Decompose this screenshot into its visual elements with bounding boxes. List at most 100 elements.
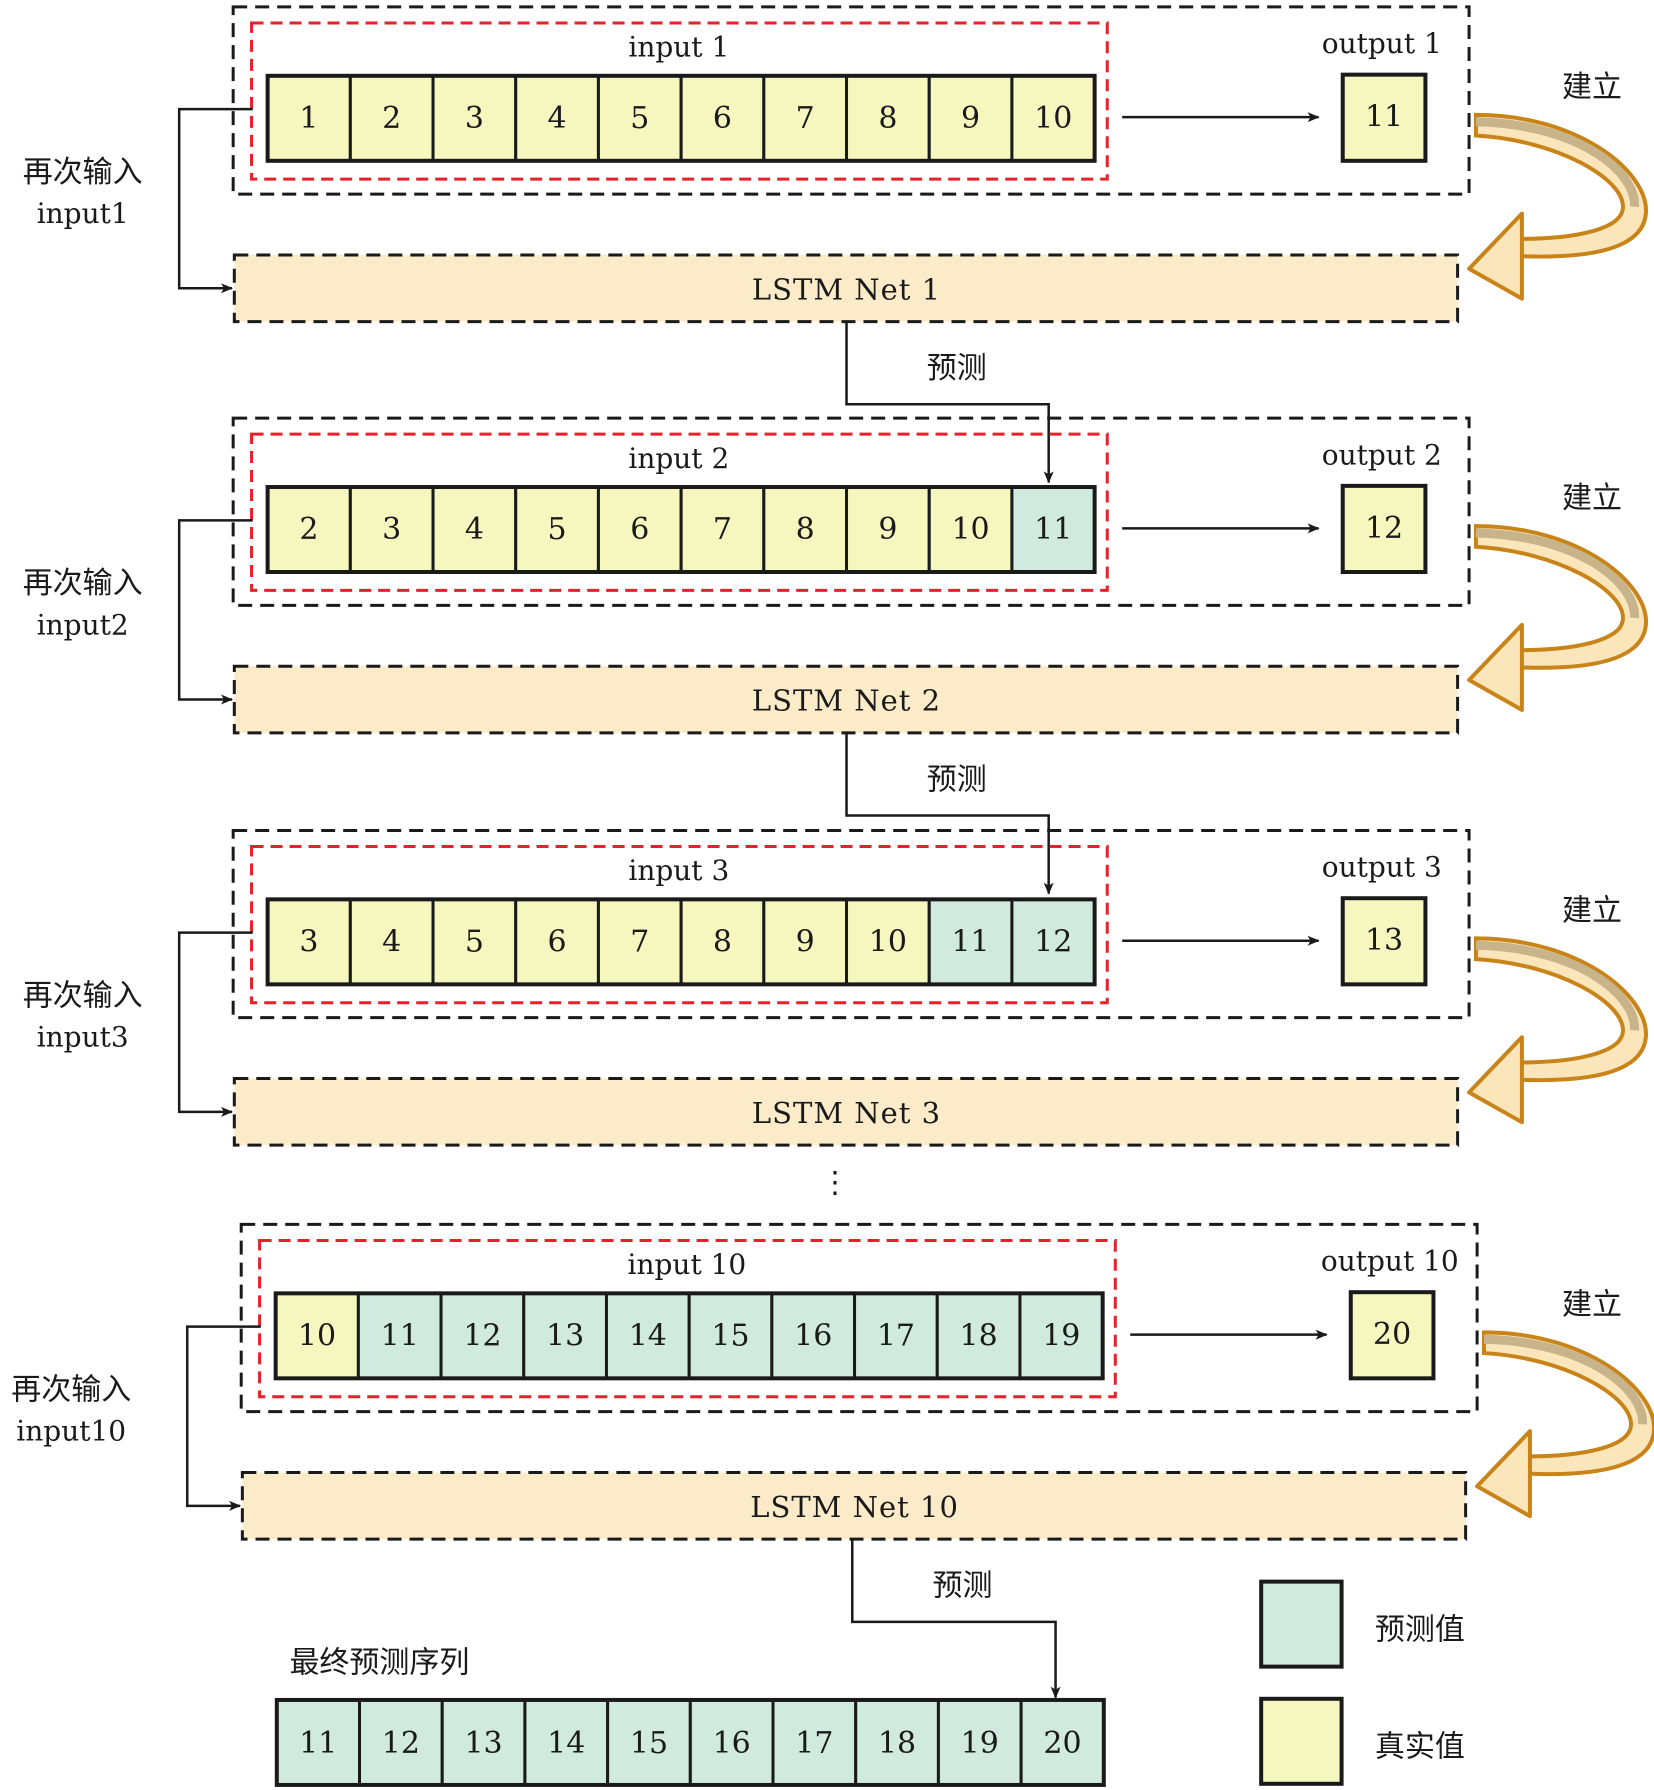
final-sequence-border — [274, 1697, 1106, 1787]
final-predict-arrow — [851, 1540, 1061, 1699]
sequence-cell-value: 6 — [630, 512, 649, 547]
build-curve-arrow-icon — [1467, 524, 1648, 712]
input-sequence-border — [265, 73, 1097, 163]
sequence-cell-predicted — [604, 1291, 691, 1380]
output-value: 12 — [1365, 511, 1403, 546]
legend-label: 预测值 — [1375, 1612, 1465, 1647]
sequence-cell-value: 11 — [381, 1318, 419, 1353]
sequence-cell-real — [762, 485, 849, 574]
final-sequence-cell — [854, 1698, 940, 1787]
final-sequence-value: 15 — [630, 1726, 668, 1761]
lstm-net-box — [232, 1077, 1460, 1147]
input-sequence-border — [265, 485, 1097, 575]
sequence-cell-value: 4 — [548, 101, 567, 136]
lstm-net-label: LSTM Net 1 — [752, 272, 941, 306]
sequence-cell-value: 7 — [796, 101, 815, 136]
sequence-cell-value: 8 — [878, 101, 897, 136]
build-label: 建立 — [1562, 481, 1622, 516]
sequence-cell-value: 16 — [794, 1318, 832, 1353]
final-sequence-cell — [606, 1698, 692, 1787]
sequence-cell-value: 9 — [878, 512, 897, 547]
final-sequence-value: 11 — [299, 1726, 337, 1761]
lstm-net-label: LSTM Net 3 — [752, 1096, 941, 1130]
ellipsis-dots: ⋮ — [820, 1166, 850, 1201]
output-cell — [1340, 483, 1428, 575]
output-value: 11 — [1365, 100, 1403, 135]
sequence-cell-value: 7 — [713, 512, 732, 547]
lstm-net-box — [232, 253, 1460, 324]
sequence-cell-value: 5 — [465, 924, 484, 959]
sequence-cell-value: 19 — [1042, 1318, 1080, 1353]
sequence-cell-value: 4 — [465, 512, 484, 547]
build-label: 建立 — [1562, 1287, 1622, 1322]
sequence-cell-value: 10 — [298, 1318, 336, 1353]
reinput-label-cn: 再次输入 — [23, 155, 143, 190]
sequence-cell-real — [431, 897, 518, 986]
sequence-cell-value: 10 — [869, 924, 907, 959]
sequence-cell-value: 10 — [951, 512, 989, 547]
sequence-cell-real — [927, 485, 1014, 574]
lstm-net-box — [240, 1471, 1468, 1541]
reinput-label-en: input2 — [37, 608, 129, 641]
output-label: output 1 — [1322, 27, 1442, 60]
build-curve-arrow-icon — [1475, 1330, 1654, 1519]
sequence-cell-value: 1 — [299, 101, 318, 136]
final-predict-label: 预测 — [933, 1569, 993, 1604]
final-sequence-value: 17 — [795, 1726, 833, 1761]
sequence-cell-real — [679, 74, 766, 163]
sequence-cell-value: 14 — [629, 1318, 667, 1353]
sequence-cell-real — [679, 485, 766, 574]
legend-swatch — [1259, 1696, 1344, 1786]
predict-arrow — [845, 322, 1054, 484]
sequence-cell-real — [348, 485, 435, 574]
reinput-label-en: input3 — [37, 1021, 129, 1054]
input-window-box — [250, 21, 1109, 181]
sequence-cell-real — [762, 74, 849, 163]
final-sequence-cell — [688, 1698, 775, 1787]
curve-arrow-head — [1467, 1035, 1524, 1125]
sequence-cell-real — [431, 74, 518, 163]
sequence-cell-real — [596, 485, 683, 574]
input-sequence-border — [273, 1291, 1105, 1381]
final-sequence-cell — [936, 1698, 1023, 1787]
output-value: 20 — [1373, 1317, 1411, 1352]
predict-arrow — [845, 733, 1054, 895]
final-sequence-value: 13 — [464, 1726, 502, 1761]
sequence-cell-value: 10 — [1034, 101, 1072, 136]
lstm-net-label: LSTM Net 10 — [750, 1490, 959, 1524]
curve-arrow-head — [1467, 211, 1524, 301]
predict-label: 预测 — [927, 762, 987, 797]
output-cell — [1340, 896, 1428, 987]
build-label: 建立 — [1562, 70, 1622, 105]
input-sequence-border — [265, 897, 1097, 987]
build-curve-arrow-icon — [1467, 936, 1648, 1125]
sequence-cell-value: 3 — [299, 924, 318, 959]
final-sequence-value: 20 — [1043, 1726, 1081, 1761]
legend-item-predicted: 预测值 — [1259, 1579, 1465, 1669]
stage-outer-box — [231, 416, 1471, 607]
sequence-cell-value: 5 — [630, 101, 649, 136]
curve-arrow-head — [1475, 1429, 1532, 1519]
sequence-cell-value: 3 — [465, 101, 484, 136]
stage-outer-box — [231, 828, 1471, 1020]
output-cell — [1348, 1290, 1436, 1381]
sequence-cell-value: 18 — [960, 1318, 998, 1353]
sequence-cell-value: 17 — [877, 1318, 915, 1353]
reinput-label-cn: 再次输入 — [23, 566, 143, 601]
stage-outer-box — [231, 5, 1471, 196]
reinput-arrow — [177, 519, 253, 705]
curve-inner-stripe — [1475, 117, 1639, 208]
reinput-label-cn: 再次输入 — [23, 978, 143, 1013]
sequence-cell-value: 13 — [546, 1318, 584, 1353]
sequence-cell-value: 7 — [630, 924, 649, 959]
sequence-cell-value: 9 — [796, 924, 815, 959]
build-label: 建立 — [1562, 893, 1622, 928]
sequence-cell-value: 2 — [382, 101, 401, 136]
